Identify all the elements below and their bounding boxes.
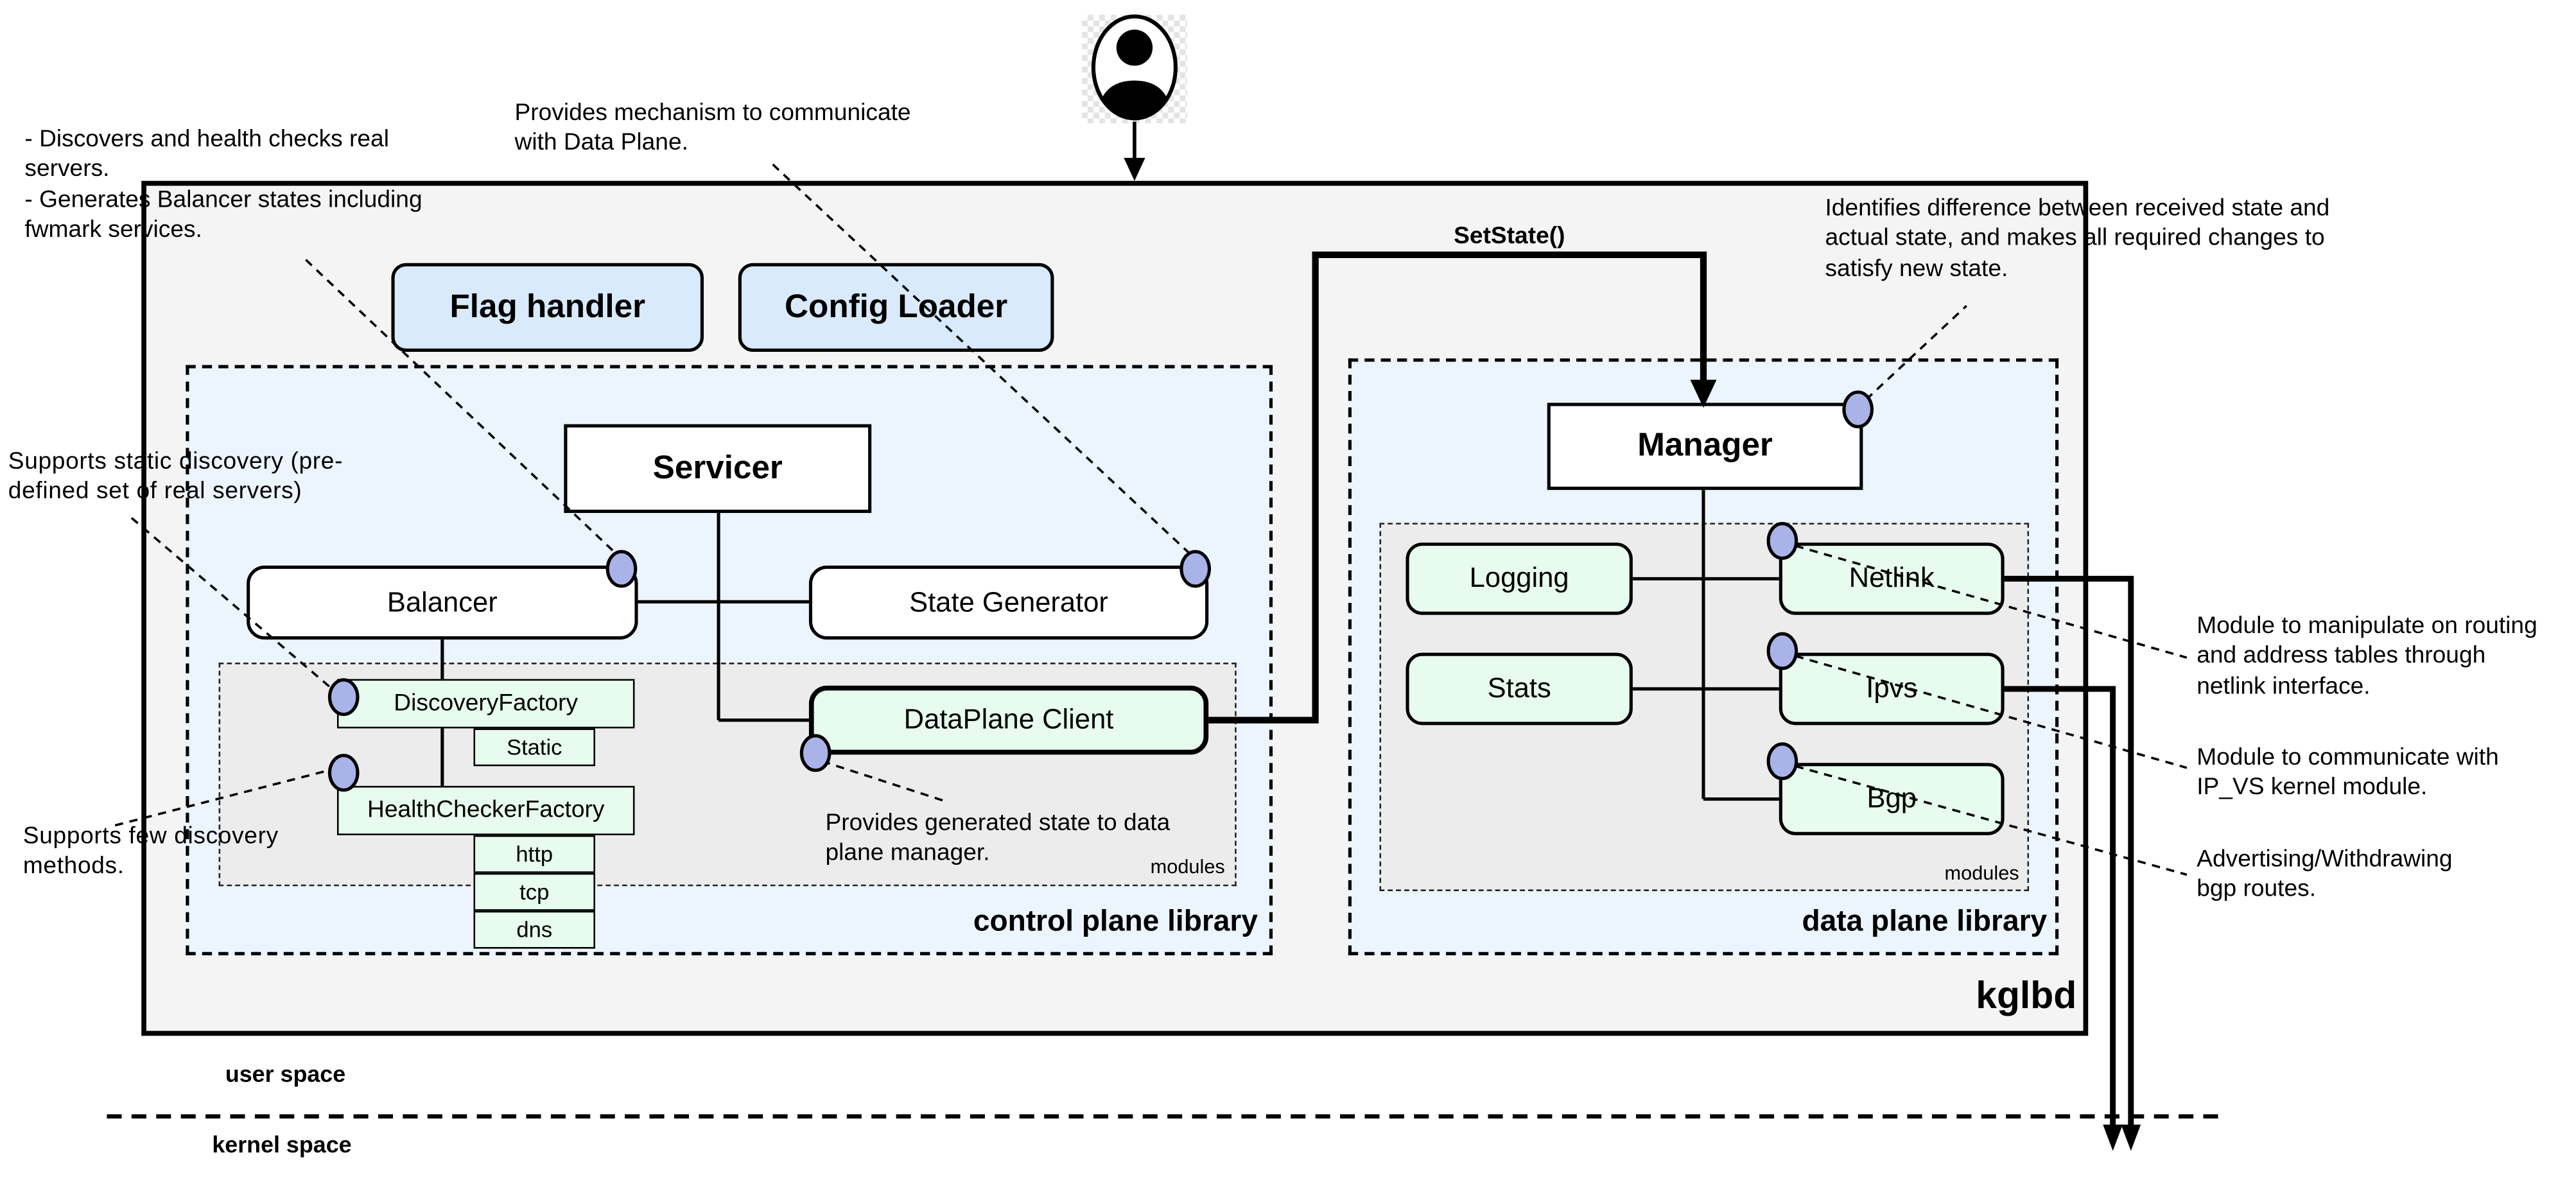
node-config-loader: Config Loader [738,263,1054,352]
note-provides-mechanism: Provides mechanism to communicate with D… [514,100,911,157]
user-space-label: user space [225,1060,346,1087]
node-logging: Logging [1405,543,1633,615]
note-module-manipulate: Module to manipulate on routing and addr… [2197,613,2537,700]
note-few-methods: Supports few discovery methods. [22,823,279,881]
kglbd-label: kglbd [1976,973,2077,1016]
node-health-checker-factory: HealthCheckerFactory [336,786,635,835]
note-discovers: - Discovers and health checks real serve… [24,126,422,244]
node-netlink: Netlink [1779,543,2005,615]
node-static: Static [473,728,596,767]
data-plane-library-label: data plane library [1802,904,2048,937]
modules-label-control: modules [1150,855,1225,878]
node-discovery-factory: DiscoveryFactory [336,679,635,729]
setstate-label: SetState() [1454,223,1565,250]
avatar-background [1082,15,1187,124]
node-ipvs: Ipvs [1779,652,2005,726]
node-dataplane-client: DataPlane Client [808,685,1209,755]
note-static-discovery: Supports static discovery (pre- defined … [8,449,344,506]
ipvs-arrow-head-icon [2103,1124,2123,1151]
node-balancer: Balancer [247,565,638,640]
node-servicer: Servicer [564,424,872,513]
node-tcp: tcp [473,873,596,911]
user-arrow-head-icon [1124,157,1145,181]
node-state-generator: State Generator [808,565,1209,640]
node-stats: Stats [1405,652,1633,726]
kernel-space-label: kernel space [212,1131,352,1158]
note-advertising: Advertising/Withdrawing bgp routes. [2197,846,2453,903]
netlink-arrow-head-icon [2121,1124,2141,1151]
modules-label-data: modules [1944,861,2019,885]
node-bgp: Bgp [1779,763,2005,835]
note-module-communicate: Module to communicate with IP_VS kernel … [2197,745,2499,802]
node-dns: dns [473,910,596,949]
node-manager: Manager [1547,403,1863,491]
node-http: http [473,835,596,873]
note-identifies: Identifies difference between received s… [1825,195,2330,282]
note-provides-generated: Provides generated state to data plane m… [825,810,1171,867]
node-flag-handler: Flag handler [391,263,704,352]
control-plane-library-label: control plane library [973,904,1258,937]
